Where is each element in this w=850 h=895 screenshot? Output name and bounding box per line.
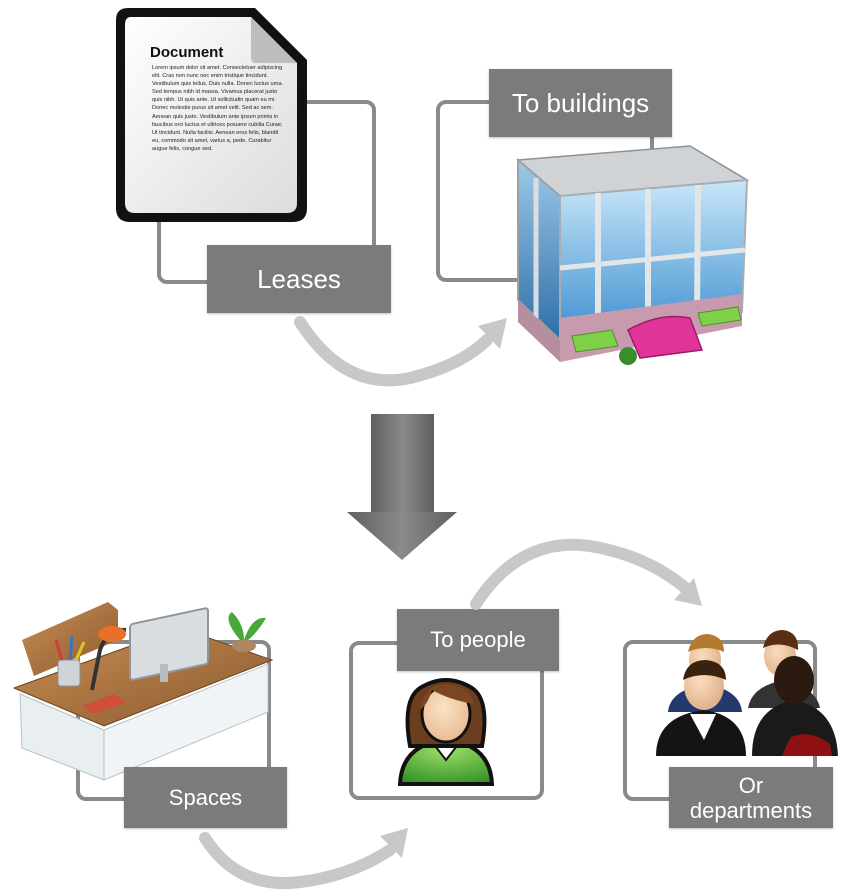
to-people-label: To people <box>397 609 559 671</box>
or-departments-line2: departments <box>689 797 813 823</box>
or-departments-line1: Or <box>738 772 764 798</box>
leases-label: Leases <box>207 245 391 313</box>
or-departments-label: Or departments <box>669 767 833 828</box>
document-title: Document <box>150 44 224 61</box>
spaces-label: Spaces <box>124 767 287 828</box>
document-body: Lorem ipsum dolor sit amet. Consectetuer… <box>152 65 284 152</box>
to-buildings-label: To buildings <box>489 69 672 137</box>
